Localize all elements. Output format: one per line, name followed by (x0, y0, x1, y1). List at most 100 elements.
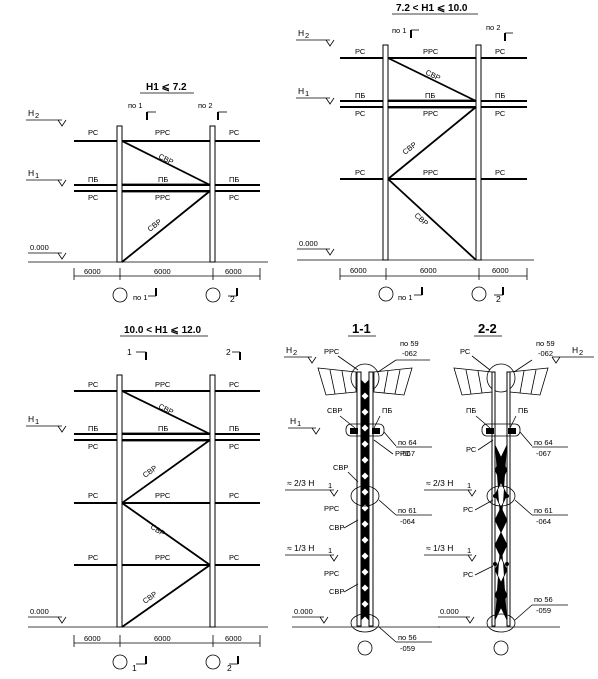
svg-text:СВР: СВР (333, 463, 348, 472)
svg-text:ПБ: ПБ (88, 424, 98, 433)
svg-text:1: 1 (328, 546, 332, 555)
svg-text:1: 1 (35, 417, 39, 426)
svg-text:6000: 6000 (154, 634, 171, 643)
svg-text:по 2: по 2 (486, 23, 501, 32)
svg-text:РС: РС (88, 442, 99, 451)
column (382, 44, 389, 261)
svg-text:2: 2 (227, 663, 232, 673)
panel-3-title: 10.0 < H1 ⩽ 12.0 (124, 325, 201, 336)
svg-text:по 64: по 64 (398, 438, 417, 447)
svg-text:2: 2 (305, 31, 309, 40)
svg-text:РС: РС (229, 193, 240, 202)
svg-text:6000: 6000 (154, 267, 171, 276)
svg-text:1: 1 (328, 481, 332, 490)
svg-text:СВР: СВР (329, 587, 344, 596)
svg-text:по 1: по 1 (392, 26, 407, 35)
svg-text:РС: РС (88, 491, 99, 500)
svg-text:РРС: РРС (155, 128, 171, 137)
svg-text:2: 2 (579, 348, 583, 357)
svg-text:-064: -064 (536, 517, 551, 526)
svg-text:H: H (286, 345, 292, 355)
svg-text:-062: -062 (538, 349, 553, 358)
svg-text:H: H (28, 414, 34, 424)
svg-text:РС: РС (495, 109, 506, 118)
svg-text:1: 1 (35, 171, 39, 180)
svg-text:по 59: по 59 (400, 339, 419, 348)
svg-text:6000: 6000 (84, 634, 101, 643)
svg-text:РРС: РРС (423, 47, 439, 56)
panel-2-title: 7.2 < H1 ⩽ 10.0 (396, 3, 468, 14)
column (209, 125, 216, 263)
svg-text:РС: РС (355, 109, 366, 118)
svg-text:ПБ: ПБ (425, 91, 435, 100)
svg-text:1: 1 (467, 546, 471, 555)
svg-text:ПБ: ПБ (229, 424, 239, 433)
svg-text:РС: РС (88, 553, 99, 562)
svg-text:РС: РС (229, 491, 240, 500)
svg-text:ПБ: ПБ (158, 175, 168, 184)
svg-text:6000: 6000 (84, 267, 101, 276)
svg-text:6000: 6000 (420, 266, 437, 275)
column (116, 125, 123, 263)
svg-text:СВР: СВР (329, 523, 344, 532)
svg-text:-067: -067 (536, 449, 551, 458)
svg-text:РС: РС (495, 168, 506, 177)
svg-text:2: 2 (226, 347, 231, 357)
svg-text:ПБ: ПБ (495, 91, 505, 100)
svg-text:ПБ: ПБ (466, 406, 476, 415)
svg-text:1: 1 (297, 419, 301, 428)
svg-text:СВР: СВР (413, 211, 430, 228)
svg-text:ПБ: ПБ (355, 91, 365, 100)
svg-text:по 59: по 59 (536, 339, 555, 348)
svg-text:РС: РС (466, 445, 477, 454)
section-2-title: 2-2 (478, 321, 497, 336)
svg-text:РС: РС (229, 553, 240, 562)
svg-text:H: H (572, 345, 578, 355)
svg-text:РРС: РРС (155, 193, 171, 202)
section-mark-po2: по 2 (198, 101, 213, 110)
svg-text:РРС: РРС (155, 380, 171, 389)
svg-text:РС: РС (495, 47, 506, 56)
lattice-pattern (360, 379, 370, 621)
svg-text:6000: 6000 (350, 266, 367, 275)
svg-text:по 61: по 61 (534, 506, 553, 515)
svg-text:6000: 6000 (225, 267, 242, 276)
svg-text:РС: РС (460, 347, 471, 356)
svg-text:H: H (290, 416, 296, 426)
svg-text:-064: -064 (400, 517, 415, 526)
svg-text:РС: РС (463, 505, 474, 514)
svg-text:РРС: РРС (155, 553, 171, 562)
svg-text:0.000: 0.000 (30, 607, 49, 616)
section-mark-po1: по 1 (128, 101, 143, 110)
svg-text:ПБ: ПБ (382, 406, 392, 415)
svg-text:СВР: СВР (327, 406, 342, 415)
svg-text:0.000: 0.000 (299, 239, 318, 248)
svg-text:1: 1 (132, 663, 137, 673)
svg-text:СВР: СВР (401, 140, 419, 157)
svg-text:РРС: РРС (324, 347, 340, 356)
lattice-pattern (494, 444, 508, 621)
svg-text:по 56: по 56 (398, 633, 417, 642)
svg-text:-059: -059 (400, 644, 415, 653)
svg-text:СВР: СВР (149, 522, 167, 538)
svg-text:H: H (28, 168, 34, 178)
svg-text:1: 1 (305, 89, 309, 98)
svg-text:РС: РС (88, 193, 99, 202)
column (475, 44, 482, 261)
svg-text:РРС: РРС (324, 569, 340, 578)
svg-text:6000: 6000 (492, 266, 509, 275)
svg-text:H: H (298, 28, 304, 38)
svg-text:6000: 6000 (225, 634, 242, 643)
section-1-title: 1-1 (352, 321, 371, 336)
svg-text:≈ 1/3 H: ≈ 1/3 H (287, 543, 314, 553)
svg-text:≈ 1/3 H: ≈ 1/3 H (426, 543, 453, 553)
svg-text:РС: РС (355, 47, 366, 56)
panel-1-title: H1 ⩽ 7.2 (146, 82, 187, 93)
svg-text:РРС: РРС (155, 491, 171, 500)
svg-text:ПБ: ПБ (229, 175, 239, 184)
